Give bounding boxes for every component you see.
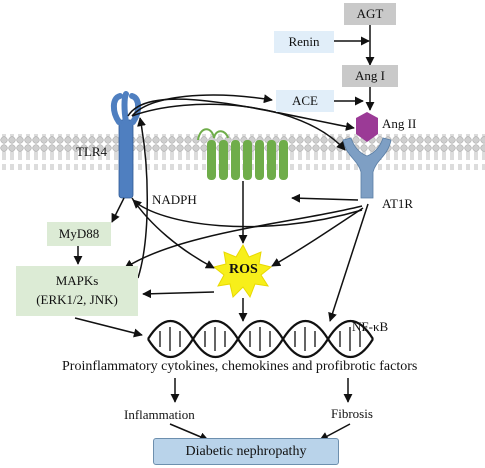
arrow-at1r-tlr4 bbox=[132, 199, 363, 228]
dna-helix-icon bbox=[147, 320, 374, 358]
agt-box: AGT bbox=[344, 3, 396, 25]
nadph-oxidase-icon bbox=[197, 128, 288, 180]
mapks-label: MAPKs bbox=[55, 273, 99, 289]
mapks-sublabel: (ERK1/2, JNK) bbox=[36, 292, 118, 307]
arrow-tlr4-ang2 bbox=[127, 98, 355, 131]
myd88-box: MyD88 bbox=[47, 222, 111, 246]
arrow-at1r-mapks bbox=[124, 205, 363, 269]
arrow-tlr4-myd88 bbox=[111, 197, 125, 223]
renin-box: Renin bbox=[274, 31, 334, 53]
diabetic-nephropathy-box: Diabetic nephropathy bbox=[153, 438, 339, 465]
tlr4-label: TLR4 bbox=[76, 144, 108, 159]
nadph-label: NADPH bbox=[152, 192, 197, 207]
arrow-at1r-ros bbox=[271, 207, 364, 267]
arrow-tlr4-ace bbox=[131, 94, 273, 117]
ros-label: ROS bbox=[229, 262, 258, 277]
nfkb-label: NF-κB bbox=[352, 319, 389, 334]
at1r-receptor-icon bbox=[342, 137, 392, 199]
arrow-at1r-nadph bbox=[291, 193, 359, 203]
ace-box: ACE bbox=[276, 90, 334, 112]
ang2-ligand-icon bbox=[356, 112, 378, 142]
arrow-fibrosis-dn bbox=[319, 423, 351, 441]
cell-membrane bbox=[0, 134, 485, 170]
cytokines-label: Proinflammatory cytokines, chemokines an… bbox=[62, 359, 418, 374]
fibrosis-label: Fibrosis bbox=[331, 406, 373, 421]
arrow-mapks-dna bbox=[74, 317, 143, 338]
arrow-ros-mapks bbox=[142, 289, 215, 299]
arrow-at1r-nfkb bbox=[328, 203, 369, 322]
arrow-tlr4-at1r bbox=[131, 103, 346, 151]
ang2-label: Ang II bbox=[382, 116, 417, 131]
arrow-mapks-tlr4 bbox=[137, 117, 149, 279]
ang1-box: Ang I bbox=[342, 65, 398, 87]
mapks-box: MAPKs (ERK1/2, JNK) bbox=[16, 266, 138, 316]
arrow-inflammation-dn bbox=[169, 423, 209, 442]
inflammation-label: Inflammation bbox=[124, 407, 195, 422]
ros-burst-icon bbox=[212, 243, 273, 299]
at1r-label: AT1R bbox=[382, 196, 414, 211]
